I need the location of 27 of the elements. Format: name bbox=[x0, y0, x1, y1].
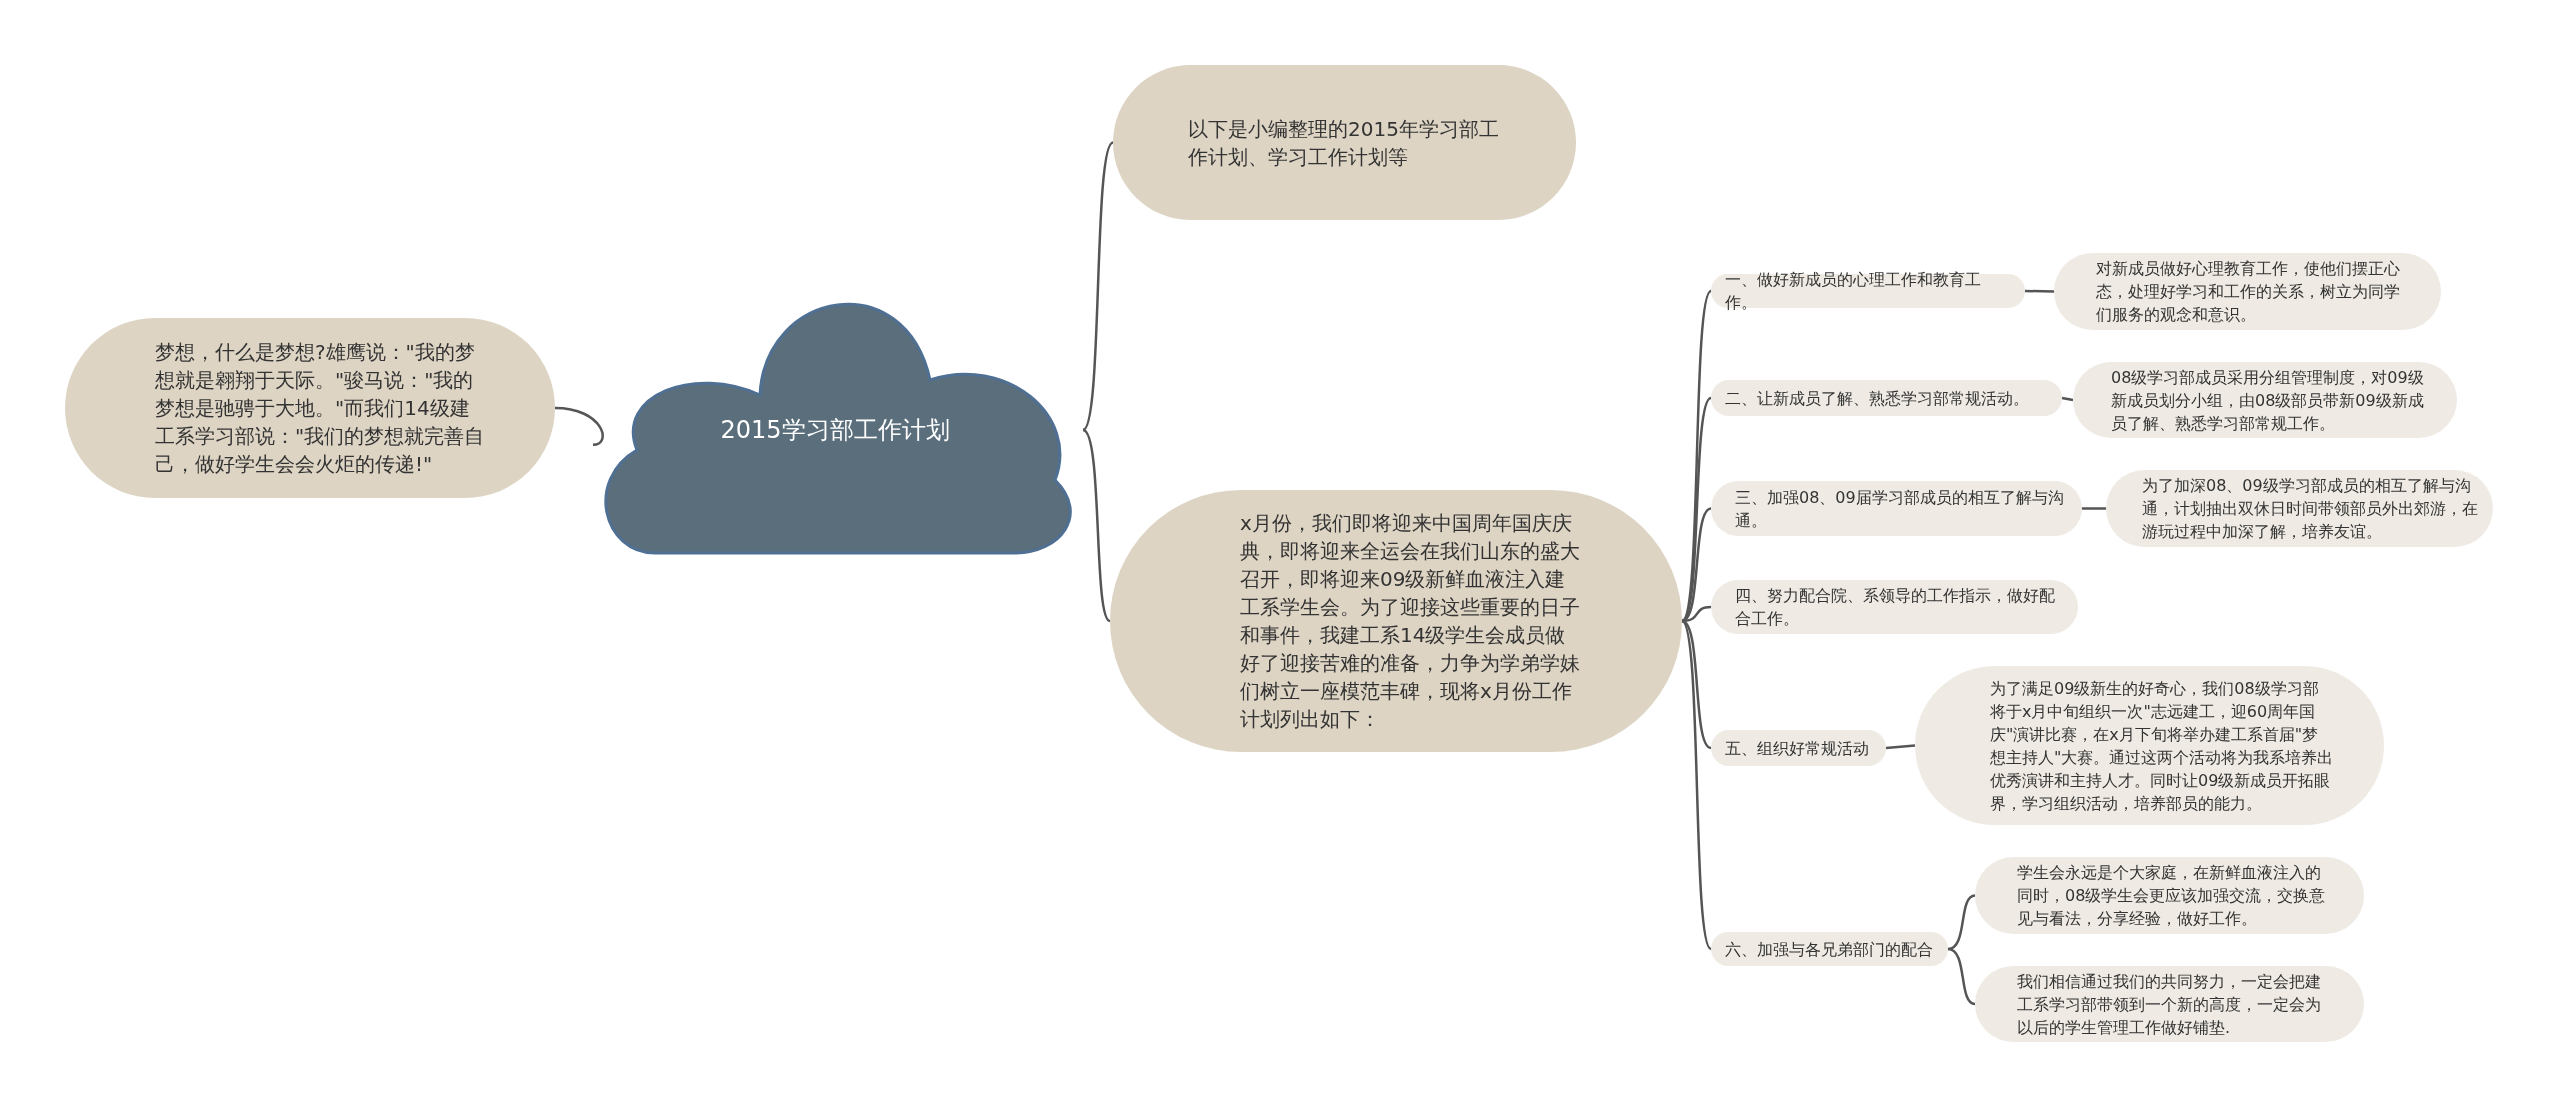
connector-line bbox=[1681, 397, 1712, 622]
topic-bubble: 学生会永远是个大家庭，在新鲜血液注入的同时，08级学生会更应该加强交流，交换意见与看法，分享经验，做好工作。 bbox=[1975, 857, 2364, 934]
topic-bubble: 以下是小编整理的2015年学习部工作计划、学习工作计划等 bbox=[1113, 65, 1576, 220]
topic-bubble: 三、加强08、09届学习部成员的相互了解与沟通。 bbox=[1711, 481, 2082, 536]
topic-bubble: 四、努力配合院、系领导的工作指示，做好配合工作。 bbox=[1711, 580, 2078, 634]
connector-line bbox=[554, 406, 604, 447]
topic-bubble: 二、让新成员了解、熟悉学习部常规活动。 bbox=[1711, 380, 2062, 416]
topic-bubble: 为了加深08、09级学习部成员的相互了解与沟通，计划抽出双休日时间带领部员外出郊游，在游玩过程中加深了解，培养友谊。 bbox=[2106, 470, 2493, 547]
topic-bubble: 五、组织好常规活动 bbox=[1711, 730, 1886, 766]
connector-line bbox=[1082, 429, 1111, 622]
connector-line bbox=[2061, 396, 2074, 402]
connector-line bbox=[1947, 947, 1976, 1006]
topic-bubble: x月份，我们即将迎来中国周年国庆庆典，即将迎来全运会在我们山东的盛大召开，即将迎来09级新鲜血液注入建工系学生会。为了迎接这些重要的日子和事件，我建工系14级学生会成员做好了迎接苦难的准备，力争为学弟学妹们树立一座模范丰碑，现将x月份工作计划列出如下： bbox=[1110, 490, 1682, 752]
topic-bubble: 我们相信通过我们的共同努力，一定会把建工系学习部带领到一个新的高度，一定会为以后的学生管理工作做好铺垫. bbox=[1975, 966, 2364, 1042]
connector-line bbox=[1680, 620, 1713, 950]
topic-bubble: 对新成员做好心理教育工作，使他们摆正心态，处理好学习和工作的关系，树立为同学们服务的观念和意识。 bbox=[2054, 253, 2441, 330]
connector-line bbox=[2024, 289, 2055, 293]
connector-line bbox=[1947, 894, 1976, 951]
topic-bubble: 梦想，什么是梦想?雄鹰说："我的梦想就是翱翔于天际。"骏马说："我的梦想是驰骋于大地。"而我们14级建工系学习部说："我们的梦想就完善自己，做好学生会会火炬的传递!" bbox=[65, 318, 555, 498]
connector-line bbox=[2082, 507, 2106, 510]
connector-line bbox=[1082, 141, 1114, 431]
title-text: 2015学习部工作计划 bbox=[720, 415, 950, 446]
connector-line bbox=[1885, 744, 1916, 750]
connector-line bbox=[1680, 290, 1713, 622]
topic-bubble: 为了满足09级新生的好奇心，我们08级学习部将于x月中旬组织一次"志远建工，迎60周年国庆"演讲比赛，在x月下旬将举办建工系首届"梦想主持人"大赛。通过这两个活动将为我系培养出优秀演讲和主持人才。同时让09级新成员开拓眼界，学习组织活动，培养部员的能力。 bbox=[1915, 666, 2384, 825]
topic-bubble: 08级学习部成员采用分组管理制度，对09级新成员划分小组，由08级部员带新09级新成员了解、熟悉学习部常规工作。 bbox=[2073, 362, 2457, 438]
topic-bubble: 六、加强与各兄弟部门的配合 bbox=[1711, 932, 1948, 966]
